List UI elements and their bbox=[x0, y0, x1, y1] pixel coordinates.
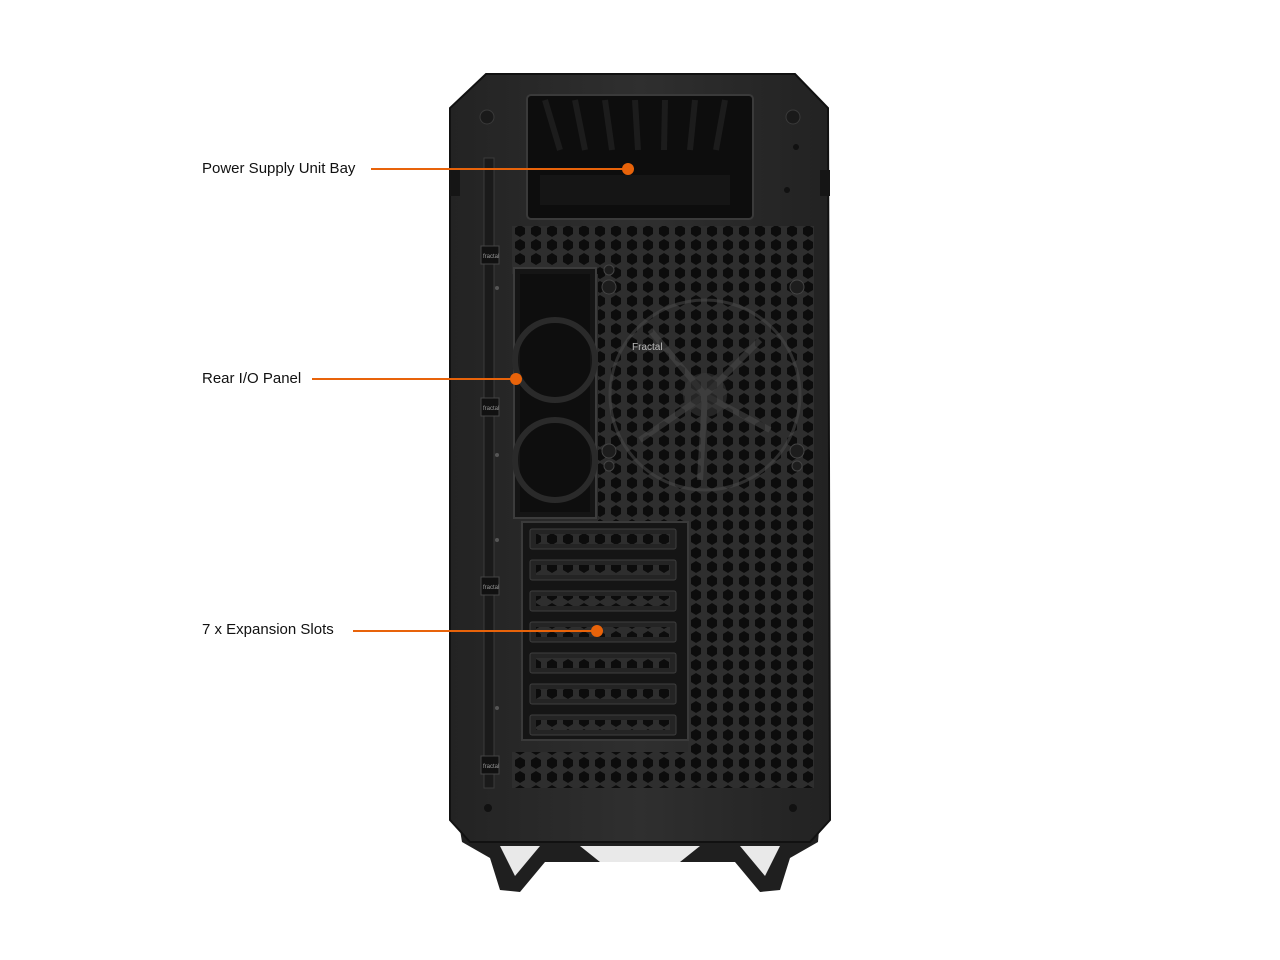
expansion-slot bbox=[529, 590, 677, 612]
rear-io-opening bbox=[512, 267, 598, 519]
rail-logo: fractal bbox=[483, 585, 499, 591]
callout-slots bbox=[353, 625, 603, 637]
callout-label-rear-io: Rear I/O Panel bbox=[202, 370, 302, 387]
expansion-slot bbox=[529, 683, 677, 705]
fan-logo: Fractal bbox=[632, 342, 663, 353]
rail-logo: fractal bbox=[483, 254, 499, 260]
expansion-slot bbox=[529, 652, 677, 674]
callout-label-expansion-slots: 7 x Expansion Slots bbox=[202, 621, 334, 638]
fan-behind-mesh bbox=[608, 298, 802, 492]
callout-label-psu-bay: Power Supply Unit Bay bbox=[202, 160, 356, 177]
hex-mesh-lower bbox=[688, 520, 814, 760]
callout-psu bbox=[371, 163, 634, 175]
expansion-slot bbox=[529, 559, 677, 581]
side-rail: fractal fractal fractal fractal bbox=[480, 157, 500, 789]
callout-io bbox=[312, 373, 522, 385]
rail-logo: fractal bbox=[483, 406, 499, 412]
callout-dot bbox=[591, 625, 603, 637]
expansion-slot bbox=[529, 714, 677, 736]
rail-logo: fractal bbox=[483, 764, 499, 770]
callout-dot bbox=[510, 373, 522, 385]
expansion-slots bbox=[521, 521, 689, 741]
expansion-slot bbox=[529, 528, 677, 550]
hex-mesh-bottom bbox=[512, 752, 814, 788]
fan-screws bbox=[601, 264, 805, 472]
psu-bay bbox=[526, 94, 754, 220]
callout-dot bbox=[622, 163, 634, 175]
